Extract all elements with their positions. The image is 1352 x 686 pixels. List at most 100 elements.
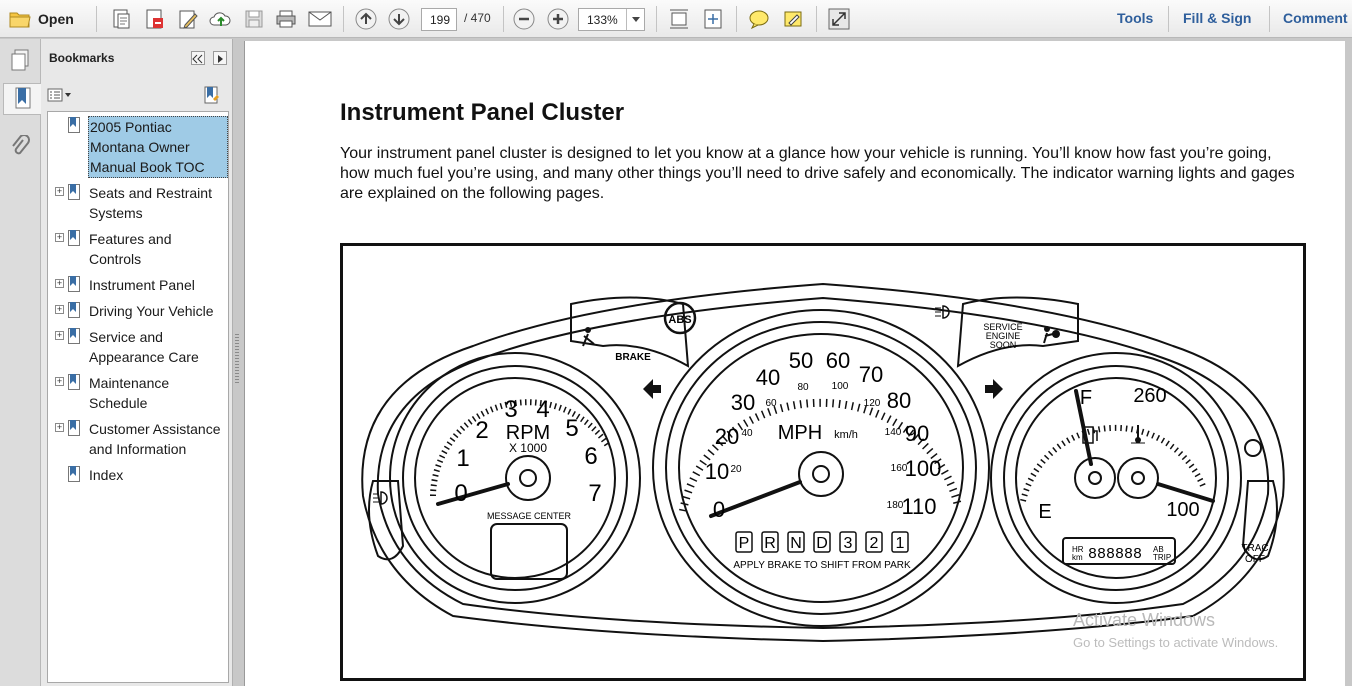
comment-link[interactable]: Comment [1283, 10, 1348, 26]
expand-icon[interactable]: + [55, 376, 64, 386]
minus-icon [513, 8, 535, 30]
fuel-empty-label: E [1038, 501, 1051, 523]
cloud-upload-icon [209, 12, 231, 26]
bookmark-item[interactable]: Index [48, 465, 228, 487]
bookmark-label: Driving Your Vehicle [89, 303, 214, 319]
bookmark-tree: 2005 Pontiac Montana Owner Manual Book T… [47, 111, 229, 683]
splitter-grip[interactable] [235, 334, 239, 384]
tach-number: 6 [584, 443, 597, 470]
plus-icon [547, 8, 569, 30]
mail-icon [308, 11, 332, 27]
expand-icon[interactable]: + [55, 330, 64, 340]
sticky-note-button[interactable] [746, 7, 772, 31]
new-bookmark-button[interactable] [201, 85, 223, 105]
fuel-pump-icon [1082, 426, 1098, 444]
create-pdf-button[interactable] [108, 7, 134, 31]
rpm-label: RPM [506, 422, 550, 444]
chevron-down-icon [626, 9, 644, 30]
bookmarks-title: Bookmarks [49, 51, 115, 65]
bookmark-item[interactable]: 2005 Pontiac Montana Owner Manual Book T… [48, 116, 228, 178]
service-line2: ENGINE [986, 331, 1021, 341]
export-pdf-button[interactable] [141, 7, 167, 31]
odometer-km-label: km [1072, 553, 1083, 562]
tach-number: 4 [536, 396, 549, 423]
panel-next-button[interactable] [213, 51, 227, 65]
bookmark-item[interactable]: + Instrument Panel [48, 275, 228, 297]
bookmark-label: Seats and Restraint Systems [89, 185, 212, 221]
bookmark-item[interactable]: + Maintenance Schedule [48, 373, 228, 415]
full-screen-fit-button[interactable] [701, 7, 725, 31]
attachments-button[interactable] [4, 131, 36, 163]
expand-icon[interactable]: + [55, 186, 64, 196]
bookmark-label: Maintenance Schedule [89, 375, 170, 411]
watermark-title: Activate Windows [1073, 610, 1216, 630]
bookmark-item[interactable]: + Customer Assistance and Information [48, 419, 228, 461]
open-label: Open [38, 11, 74, 27]
pdf-page: Instrument Panel Cluster Your instrument… [244, 41, 1345, 686]
expand-icon[interactable]: + [55, 278, 64, 288]
expand-icon[interactable]: + [55, 232, 64, 242]
upload-button[interactable] [208, 7, 234, 31]
page-number-input[interactable]: 199 [421, 8, 457, 31]
bookmark-item[interactable]: + Features and Controls [48, 229, 228, 271]
mph-number: 110 [901, 494, 936, 519]
kmh-number: 120 [864, 398, 881, 409]
bookmark-icon [68, 184, 80, 205]
pages-icon [11, 49, 29, 71]
expand-icon[interactable]: + [55, 304, 64, 314]
fill-sign-link[interactable]: Fill & Sign [1183, 10, 1252, 26]
tach-number: 7 [588, 480, 601, 507]
expand-icon [828, 8, 850, 30]
page-total: / 470 [464, 11, 491, 25]
bookmark-options-button[interactable] [47, 87, 73, 105]
scroll-mode-button[interactable] [667, 7, 691, 31]
zoom-out-button[interactable] [512, 7, 536, 31]
page-thumbnails-button[interactable] [4, 44, 36, 76]
edit-pdf-button[interactable] [175, 7, 201, 31]
previous-page-button[interactable] [354, 7, 378, 31]
instrument-cluster-drawing: ABS BRAKE SERVICE ENGINE SOON RPM X 1000… [361, 282, 1285, 643]
kmh-number: 180 [887, 500, 904, 511]
expand-icon[interactable]: + [55, 422, 64, 432]
collapse-panel-button[interactable] [191, 51, 205, 65]
expand-button[interactable] [826, 7, 852, 31]
seatbelt-icon [582, 327, 595, 347]
bookmark-label: Customer Assistance and Information [89, 421, 221, 457]
bookmark-item[interactable]: + Seats and Restraint Systems [48, 183, 228, 225]
email-button[interactable] [306, 7, 334, 31]
bookmark-icon [68, 117, 80, 138]
next-page-button[interactable] [387, 7, 411, 31]
edit-icon [179, 10, 198, 29]
service-line3: SOON [990, 340, 1017, 350]
kmh-number: 140 [885, 427, 902, 438]
message-center-label: MESSAGE CENTER [487, 511, 572, 521]
tach-number: 3 [504, 396, 517, 423]
odometer-ab-label: AB [1153, 545, 1164, 554]
tach-number: 2 [475, 417, 488, 444]
bookmark-icon [68, 420, 80, 441]
open-button[interactable]: Open [8, 7, 84, 31]
zoom-value: 133% [587, 12, 618, 27]
gear-indicator: 3 [844, 535, 853, 552]
panel-splitter[interactable] [233, 39, 242, 686]
kmh-number: 100 [832, 381, 849, 392]
bookmark-icon [68, 374, 80, 395]
bookmarks-button[interactable] [3, 83, 41, 115]
double-chevron-left-icon [192, 54, 203, 64]
save-button[interactable] [241, 7, 267, 31]
abs-icon [663, 301, 697, 335]
highlight-button[interactable] [780, 7, 806, 31]
zoom-in-button[interactable] [546, 7, 570, 31]
bookmark-item[interactable]: + Service and Appearance Care [48, 327, 228, 369]
bookmark-icon [68, 230, 80, 251]
fit-page-icon [670, 9, 688, 29]
tools-link[interactable]: Tools [1117, 10, 1154, 26]
zoom-select[interactable]: 133% [578, 8, 645, 31]
fog-lamp-icon [373, 491, 388, 505]
bookmark-label: Instrument Panel [89, 277, 195, 293]
print-button[interactable] [273, 7, 299, 31]
gear-indicator: 1 [896, 535, 905, 552]
document-view[interactable]: Instrument Panel Cluster Your instrument… [242, 39, 1352, 686]
gear-indicator: N [790, 535, 802, 552]
bookmark-item[interactable]: + Driving Your Vehicle [48, 301, 228, 323]
